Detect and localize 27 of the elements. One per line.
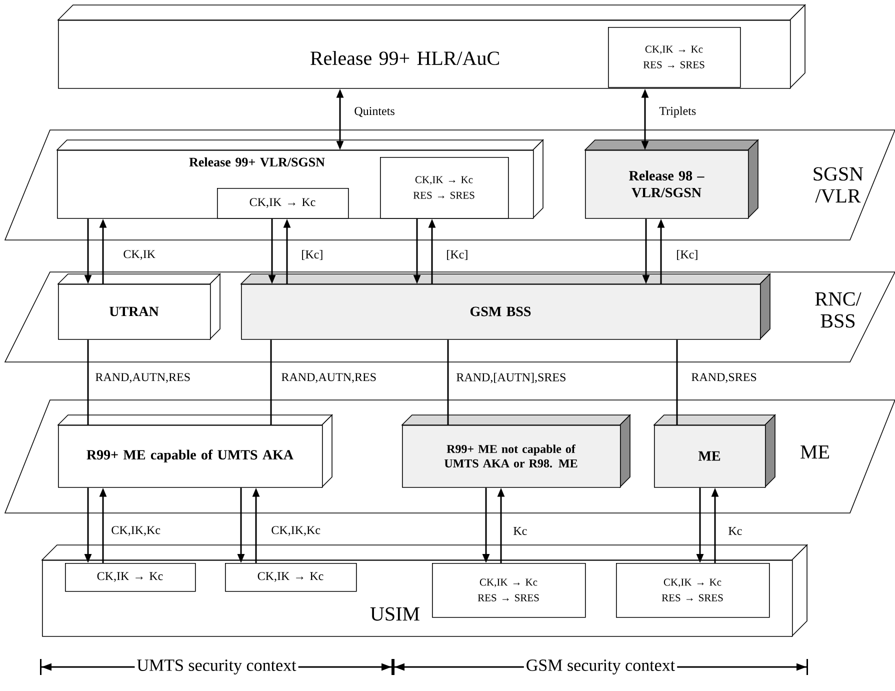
connector-line xyxy=(447,340,449,425)
edge-label: RAND,SRES xyxy=(690,372,758,384)
edge-label: Kc xyxy=(727,526,744,536)
key-conversion-box: CK,IK → Kc RES → SRES xyxy=(608,27,741,88)
context-label: GSM security context xyxy=(524,658,678,676)
edge-label: CK,IK xyxy=(122,249,157,261)
key-conversion-box: CK,IK → Kc xyxy=(217,188,349,219)
edge-label: RAND,[AUTN],SRES xyxy=(455,372,568,384)
edge-label: CK,IK,Kc xyxy=(270,525,322,537)
edge-label: Triplets xyxy=(658,106,698,118)
key-conversion-box: CK,IK → Kc xyxy=(225,563,357,592)
edge-label: Kc xyxy=(512,526,528,536)
edge-label: [Kc] xyxy=(445,249,470,261)
key-conversion-box: CK,IK → Kc RES → SRES xyxy=(432,563,586,618)
edge-label: RAND,AUTN,RES xyxy=(94,372,192,384)
edge-label: [Kc] xyxy=(675,249,700,261)
edge-label: CK,IK,Kc xyxy=(110,525,162,537)
key-conversion-box: CK,IK → Kc xyxy=(65,563,196,592)
connector-line xyxy=(676,340,678,425)
connector-line xyxy=(87,340,89,425)
key-conversion-box: CK,IK → Kc RES → SRES xyxy=(380,157,509,219)
key-conversion-box: CK,IK → Kc RES → SRES xyxy=(616,563,770,618)
edge-label: Quintets xyxy=(353,106,396,118)
edge-label: [Kc] xyxy=(300,249,324,261)
connector-line xyxy=(270,340,272,425)
context-label: UMTS security context xyxy=(134,658,298,676)
edge-label: RAND,AUTN,RES xyxy=(280,372,378,384)
